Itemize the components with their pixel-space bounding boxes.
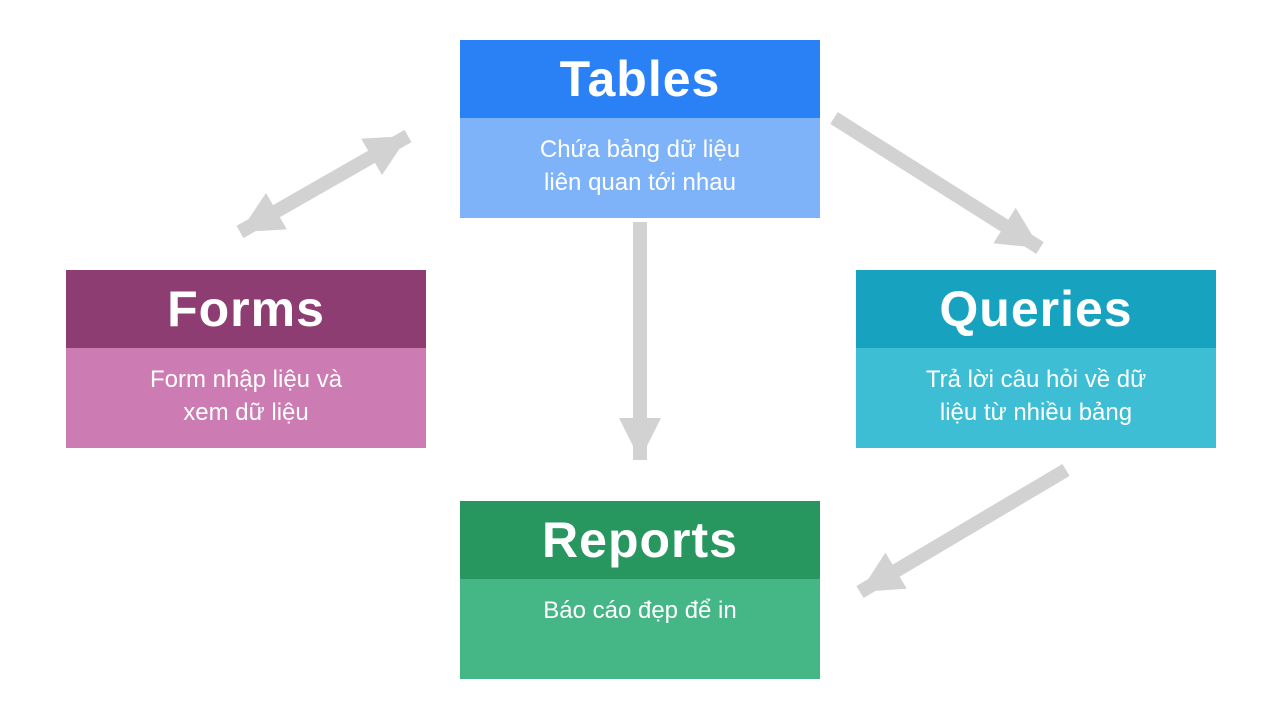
node-queries: Queries Trả lời câu hỏi về dữ liệu từ nh…	[856, 270, 1216, 448]
forms-description-line: Form nhập liệu và	[149, 366, 343, 393]
queries-title: Queries	[856, 270, 1216, 348]
arrow-tables-to-queries	[830, 112, 1044, 254]
queries-description: Trả lời câu hỏi về dữ liệu từ nhiều bảng	[856, 348, 1216, 448]
tables-description-line: liên quan tới nhau	[544, 169, 736, 196]
reports-title: Reports	[460, 501, 820, 579]
forms-description: Form nhập liệu và xem dữ liệu	[66, 348, 426, 448]
tables-description-line: Chứa bảng dữ liệu	[539, 136, 741, 163]
reports-description: Báo cáo đẹp để in	[460, 579, 820, 679]
arrow-forms-tables-bidirectional	[236, 129, 412, 239]
tables-description: Chứa bảng dữ liệu liên quan tới nhau	[460, 118, 820, 218]
node-forms: Forms Form nhập liệu và xem dữ liệu	[66, 270, 426, 448]
node-reports: Reports Báo cáo đẹp để in	[460, 501, 820, 679]
arrow-queries-to-reports	[856, 463, 1070, 599]
queries-description-line: liệu từ nhiều bảng	[939, 399, 1133, 426]
node-tables: Tables Chứa bảng dữ liệu liên quan tới n…	[460, 40, 820, 218]
tables-title: Tables	[460, 40, 820, 118]
queries-description-line: Trả lời câu hỏi về dữ	[925, 366, 1147, 393]
reports-description-line: Báo cáo đẹp để in	[543, 597, 737, 624]
forms-description-line: xem dữ liệu	[183, 399, 309, 426]
forms-title: Forms	[66, 270, 426, 348]
